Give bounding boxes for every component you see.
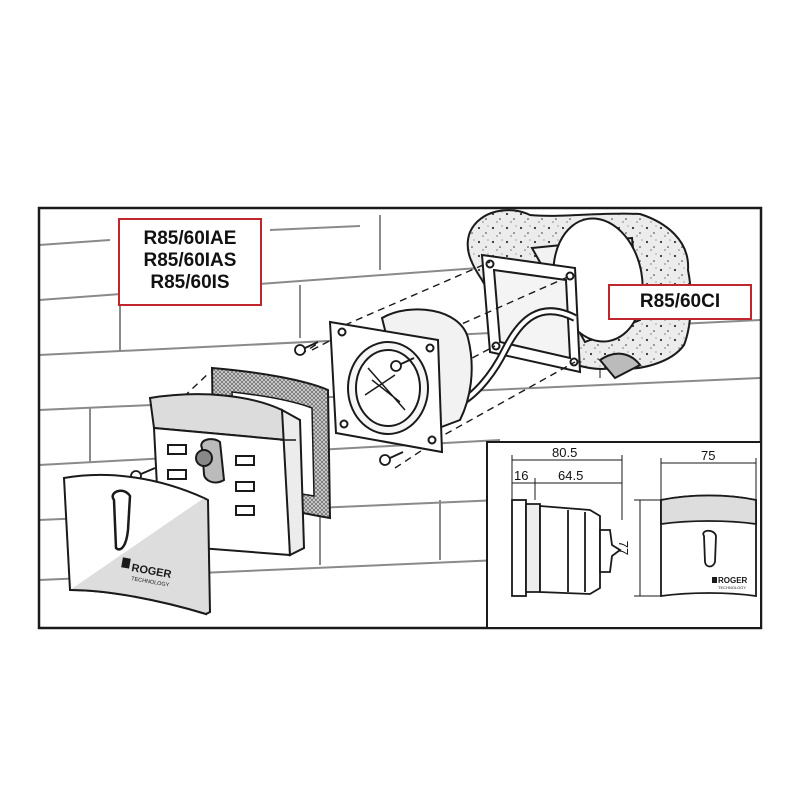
cable (453, 307, 577, 409)
roger-logo-inset: ROGER TECHNOLOGY (712, 576, 748, 590)
dim-body-depth: 64.5 (558, 468, 584, 483)
model-label: R85/60IAS (143, 250, 237, 271)
screw-icon (294, 341, 319, 356)
model-label: R85/60IAE (143, 228, 237, 249)
base-model-label: R85/60CI (608, 284, 752, 320)
models-label: R85/60IAE R85/60IAS R85/60IS (118, 218, 262, 306)
dim-total-depth: 80.5 (552, 445, 578, 460)
model-label: R85/60IS (150, 272, 230, 293)
svg-text:ROGER: ROGER (718, 576, 748, 585)
dim-front-depth: 16 (514, 468, 529, 483)
dimension-inset: ROGER TECHNOLOGY (486, 441, 762, 629)
side-profile (511, 499, 622, 597)
front-cover (62, 473, 212, 616)
screw-icon (390, 357, 415, 372)
screw-icon (379, 451, 404, 466)
mounting-frame (328, 308, 473, 454)
key-slot-icon (111, 489, 132, 551)
diagram-frame (37, 206, 763, 630)
svg-text:TECHNOLOGY: TECHNOLOGY (718, 585, 746, 590)
dim-height: 77 (616, 540, 632, 556)
dim-width: 75 (701, 448, 716, 463)
front-profile (660, 494, 757, 598)
key-slot-icon (702, 529, 717, 568)
